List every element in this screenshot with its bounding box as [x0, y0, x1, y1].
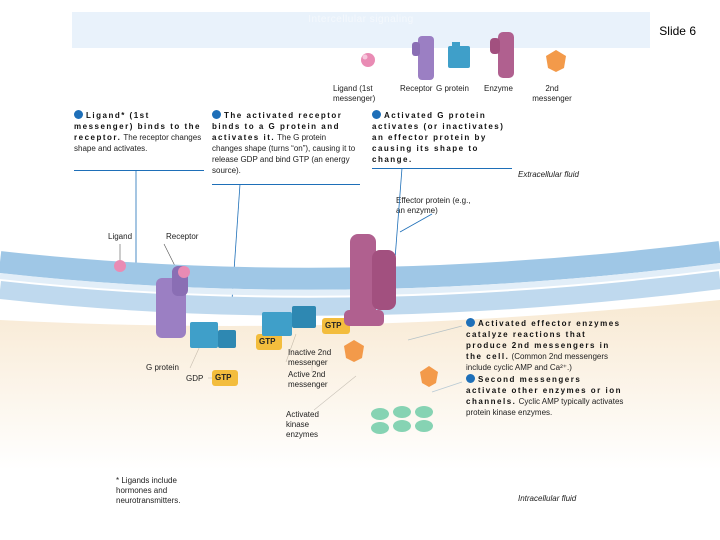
divider	[212, 184, 360, 185]
leader-line	[163, 243, 177, 269]
activated-g-protein-icon	[262, 306, 350, 336]
extracellular-label: Extracellular fluid	[518, 170, 579, 179]
step-4: Activated effector enzymes catalyze reac…	[466, 318, 626, 373]
step-3-number	[372, 110, 381, 119]
slide-number: Slide 6	[659, 24, 696, 38]
active-second-messenger-icon	[420, 366, 438, 387]
step-1-heading: Ligand* (1st messenger) binds to the rec…	[74, 111, 201, 142]
inactive-second-messenger-label: Inactive 2nd messenger	[288, 348, 332, 367]
legend-icons	[361, 32, 566, 80]
legend-receptor-icon	[412, 36, 434, 80]
step-2-number	[212, 110, 221, 119]
step-1-number	[74, 110, 83, 119]
ligand-label: Ligand	[108, 232, 133, 241]
step-2-text: The G protein changes shape (turns “on”)…	[212, 133, 356, 175]
membrane-outer-leaflet	[0, 241, 720, 290]
callout-line	[399, 213, 433, 233]
inactive-second-messenger-icon	[344, 340, 364, 362]
membrane-core	[0, 263, 720, 296]
effector-enzyme-icon	[344, 234, 396, 326]
receptor-label: Receptor	[166, 232, 199, 241]
step-1-text: The receptor changes shape and activates…	[74, 133, 202, 153]
ligand-icon	[114, 260, 126, 272]
legend-g-protein-label: G protein	[436, 84, 469, 93]
step-2-heading: The activated receptor binds to a G prot…	[212, 111, 343, 142]
step-3-heading: Activated G protein activates (or inacti…	[372, 111, 505, 164]
legend-enzyme-label: Enzyme	[484, 84, 513, 93]
legend-receptor-label: Receptor	[400, 84, 433, 93]
gtp-label: GTP	[259, 337, 276, 346]
step-4-number	[466, 318, 475, 327]
step-5-heading: Second messengers activate other enzymes…	[466, 375, 622, 406]
step-5-text: Cyclic AMP typically activates protein k…	[466, 397, 624, 417]
step-5: Second messengers activate other enzymes…	[466, 374, 626, 418]
g-protein-icon	[190, 322, 236, 348]
step-1: Ligand* (1st messenger) binds to the rec…	[74, 110, 202, 154]
gdp-icon	[212, 370, 238, 386]
activated-kinase-label: Activated kinase enzymes	[286, 410, 319, 439]
kinase-enzymes-icon	[371, 406, 433, 434]
header-band	[72, 12, 650, 48]
legend-g-protein-icon	[448, 42, 470, 68]
legend-second-messenger-label: 2nd messenger	[532, 84, 572, 103]
legend-enzyme-icon	[490, 32, 514, 78]
step-5-number	[466, 374, 475, 383]
effector-protein-label: Effector protein (e.g., an enzyme)	[396, 196, 471, 215]
footnote: * Ligands include hormones and neurotran…	[116, 476, 181, 505]
gdp-label: GDP	[186, 374, 204, 383]
gtp-label: GTP	[325, 321, 342, 330]
active-second-messenger-label: Active 2nd messenger	[288, 370, 328, 389]
g-protein-label: G protein	[146, 363, 179, 372]
step-4-text: (Common 2nd messengers include cyclic AM…	[466, 352, 609, 372]
legend-second-messenger-icon	[546, 50, 566, 72]
intracellular-label: Intracellular fluid	[518, 494, 577, 503]
divider	[74, 170, 204, 171]
legend-ligand-label: Ligand (1st messenger)	[333, 84, 376, 103]
gtp-icon	[256, 334, 282, 350]
step-2: The activated receptor binds to a G prot…	[212, 110, 356, 176]
header-title: Intercellular signaling	[308, 14, 414, 25]
legend-ligand-icon	[361, 53, 375, 67]
receptor-icon	[156, 266, 190, 338]
gtp-label: GTP	[215, 373, 232, 382]
divider	[372, 168, 512, 169]
step-3: Activated G protein activates (or inacti…	[372, 110, 512, 165]
cytoplasm	[0, 300, 720, 470]
step-4-heading: Activated effector enzymes catalyze reac…	[466, 319, 621, 361]
